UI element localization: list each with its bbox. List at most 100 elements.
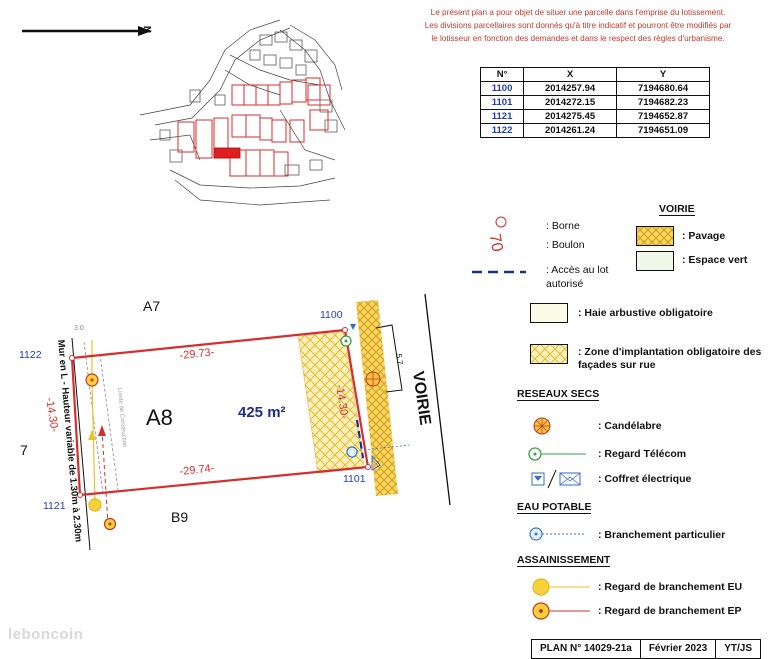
pavage-swatch [636, 226, 674, 246]
legend-coffret: : Coffret électrique [598, 473, 692, 485]
road-edge [424, 293, 451, 506]
y-cell: 7194682.23 [616, 95, 710, 110]
eu-arrow-icon [88, 430, 96, 440]
dim-bracket [375, 324, 403, 393]
dim-bottom: -29.74- [179, 462, 215, 478]
y-cell: 7194652.87 [616, 109, 710, 124]
telecom-icon [528, 447, 586, 461]
lot-area: 425 m² [238, 404, 286, 421]
point-label-1100: 1100 [320, 309, 343, 321]
north-arrow-icon [22, 26, 152, 36]
dim-left: -14.30- [43, 397, 60, 434]
eu-line [91, 379, 96, 506]
legend-eu: : Regard de branchement EU [598, 581, 743, 593]
legend-ep: : Regard de branchement EP [598, 605, 742, 617]
coffret-icon [531, 469, 581, 489]
point-id-cell: 1100 [479, 81, 525, 96]
wall-line [71, 337, 91, 551]
ep-line [101, 429, 109, 525]
borne-icon [77, 492, 83, 498]
legend-telecom: : Regard Télécom [598, 448, 687, 460]
point-id-cell: 1121 [479, 109, 525, 124]
coffret-icon [371, 454, 381, 471]
legend-pavage: : Pavage [682, 230, 726, 242]
legend-assain-title: ASSAINISSEMENT [517, 554, 611, 567]
ep-arrow-icon [98, 425, 106, 436]
y-cell: 7194680.64 [616, 81, 710, 96]
note-line: le lotisseur en fonction des demandes et… [431, 34, 725, 44]
x-cell: 2014257.94 [523, 81, 618, 96]
neighbor-top-label: A7 [143, 298, 160, 314]
borne-boulon-icon: 70 [486, 216, 507, 254]
legend-boulon: : Boulon [546, 239, 585, 251]
legend-candelabre: : Candélabre [598, 420, 662, 432]
point-id-cell: 1101 [479, 95, 525, 110]
legend-branchement: : Branchement particulier [598, 529, 726, 541]
plan-notes: Le présent plan a pour objet de situer u… [398, 6, 758, 46]
regard-eu-icon [88, 498, 102, 512]
dim-3: 3.0 [74, 325, 84, 332]
col-header-n: N° [479, 67, 525, 82]
plan-date: Février 2023 [641, 640, 717, 658]
access-marker [355, 419, 365, 459]
neighbor-bottom-label: B9 [171, 509, 188, 525]
borne-icon [69, 355, 75, 361]
borne-icon [365, 464, 371, 470]
candelabre-icon [533, 417, 551, 435]
x-cell: 2014272.15 [523, 95, 618, 110]
table-header-row: N° X Y [479, 67, 710, 82]
zone-swatch [530, 344, 568, 364]
wall-label: Mur en L - Hauteur variable de 1.30m à 2… [55, 339, 84, 542]
highlighted-lot [213, 147, 241, 159]
coffret-electrique-icon [350, 324, 356, 330]
legend-espace-vert: : Espace vert [682, 254, 748, 266]
note-line: Les divisions parcellaires sont donnés q… [424, 21, 732, 31]
road-label: VOIRIE [409, 370, 433, 426]
regard-eu-icon [532, 578, 590, 596]
water-line [351, 444, 411, 452]
legend-zone: : Zone d'implantation obligatoire des fa… [578, 346, 762, 371]
road-paving [356, 300, 398, 496]
note-line: Le présent plan a pour objet de situer u… [430, 8, 726, 17]
table-row: 1100 2014257.94 7194680.64 [479, 81, 710, 96]
plan-number: PLAN N° 14029-21a [532, 640, 641, 658]
point-label-1122: 1122 [19, 349, 42, 361]
coordinates-table: N° X Y 1100 2014257.94 7194680.64 1101 2… [479, 67, 710, 138]
location-map [139, 19, 346, 206]
x-cell: 2014275.45 [523, 109, 618, 124]
plan-authors: YT/JS [724, 643, 753, 654]
dim-right: -14.30- [333, 384, 350, 421]
legend-borne: : Borne [546, 220, 580, 232]
construction-limit-line [99, 353, 119, 491]
dim-top: -29.73- [179, 346, 215, 362]
table-row: 1101 2014272.15 7194682.23 [479, 95, 710, 110]
acces-icon [472, 270, 526, 274]
table-row: 1122 2014261.24 7194651.09 [479, 123, 710, 138]
legend-acces: : Accès au lot autorisé [546, 264, 609, 290]
legend-voirie-title: VOIRIE [659, 203, 695, 216]
branchement-icon [346, 446, 358, 458]
x-cell: 2014261.24 [523, 123, 618, 138]
left-neighbor-label: 7 [20, 442, 28, 458]
point-label-1121: 1121 [43, 500, 66, 512]
legend-haie: : Haie arbustive obligatoire [578, 307, 713, 319]
legend-reseaux-title: RESEAUX SECS [517, 388, 600, 401]
dim-small: 5.7 [394, 353, 405, 366]
col-header-x: X [523, 67, 618, 82]
construction-limit-label: Limite de Construction [116, 388, 127, 448]
table-row: 1121 2014275.45 7194652.87 [479, 109, 710, 124]
watermark: leboncoin [8, 626, 84, 643]
y-cell: 7194651.09 [616, 123, 710, 138]
lot-label: A8 [146, 405, 173, 430]
point-label-1101: 1101 [343, 473, 366, 485]
point-id-cell: 1122 [479, 123, 525, 138]
col-header-y: Y [616, 67, 710, 82]
haie-swatch [530, 303, 568, 323]
regard-ep-icon [532, 602, 590, 620]
svg-text:70: 70 [486, 233, 505, 254]
branchement-icon [529, 527, 584, 541]
parcel-plan: A7 B9 7 A8 425 m² -29.73- -29.74- -14.30… [19, 293, 451, 551]
borne-icon [342, 327, 348, 333]
espace-vert-swatch [636, 251, 674, 271]
legend-eau-title: EAU POTABLE [517, 501, 592, 514]
